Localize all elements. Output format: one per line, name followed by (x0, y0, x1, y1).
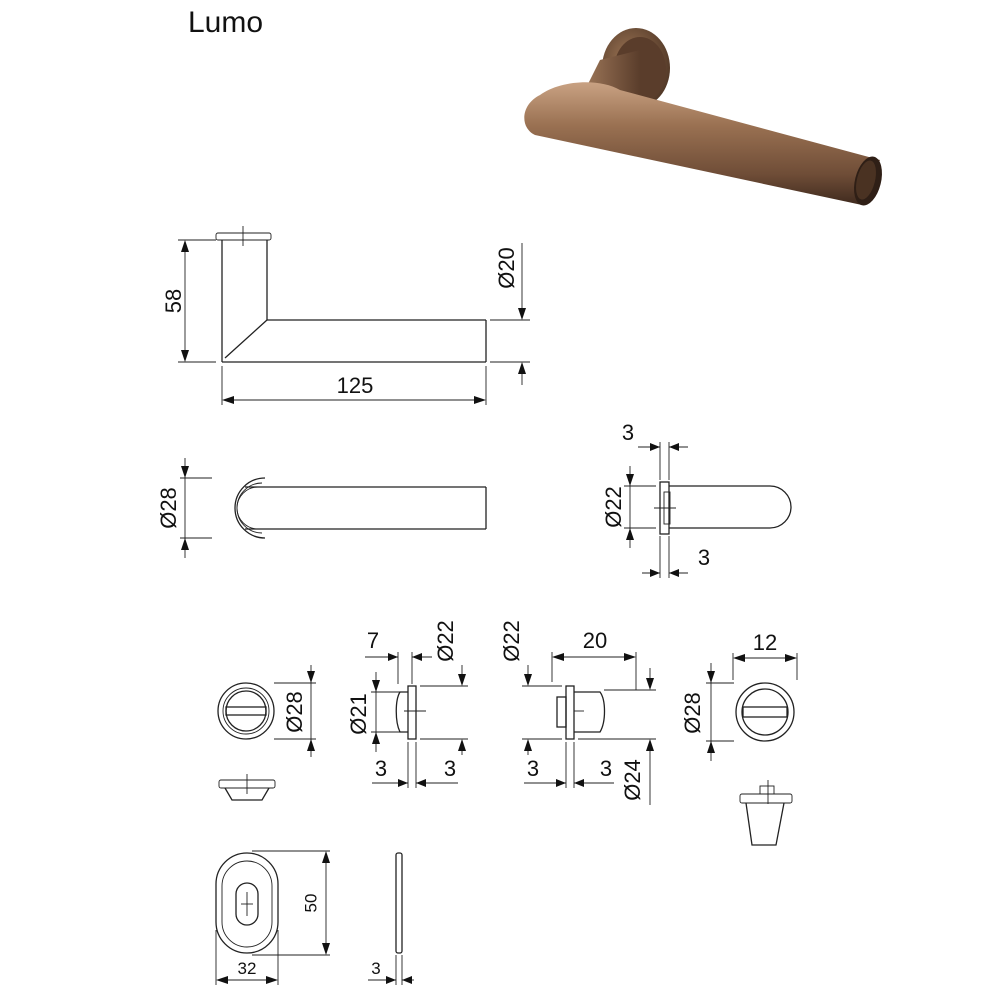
release-side-view: 20 Ø22 Ø24 3 3 (499, 620, 656, 805)
dim-escutcheon-width: 32 (238, 959, 257, 978)
dim-escutcheon-height: 50 (301, 894, 320, 913)
dim-thumb-diameter-top: Ø22 (433, 620, 458, 662)
dim-thumb-offset: 7 (367, 628, 379, 653)
dim-front-gap: 3 (698, 545, 710, 570)
dim-release-left-gap: 3 (527, 756, 539, 781)
thumbturn-side-view: 7 Ø22 Ø21 3 3 (346, 620, 468, 788)
dim-thumb-right-gap: 3 (444, 756, 456, 781)
dim-side-length: 125 (337, 373, 374, 398)
dim-release-width: 20 (583, 628, 607, 653)
dim-top-diameter: Ø28 (156, 487, 181, 529)
dim-thumb-inner: Ø21 (346, 693, 371, 735)
dim-front-diameter: Ø22 (601, 486, 626, 528)
side-view: 58 125 Ø20 (161, 226, 530, 405)
release-rose-view: 12 Ø28 (680, 630, 798, 846)
thumbturn-rose-view: Ø28 (217, 665, 316, 801)
dim-release-diameter-top: Ø22 (499, 620, 524, 662)
dim-side-height: 58 (161, 289, 186, 313)
dim-thumb-left-gap: 3 (375, 756, 387, 781)
dim-escutcheon-thickness: 3 (371, 959, 380, 978)
dim-release-slot: 12 (753, 630, 777, 655)
front-view: 3 3 Ø22 (601, 420, 792, 578)
escutcheon-front-view: 50 32 (215, 850, 330, 985)
dim-side-diameter: Ø20 (494, 247, 519, 289)
top-view: Ø28 (156, 458, 487, 558)
dim-release-diameter-bottom: Ø24 (620, 759, 645, 801)
dim-release-right-gap: 3 (600, 756, 612, 781)
dim-thumb-rose: Ø28 (282, 691, 307, 733)
dim-front-thickness: 3 (622, 420, 634, 445)
dim-release-rose: Ø28 (680, 692, 705, 734)
escutcheon-side-view: 3 (368, 852, 414, 985)
product-title: Lumo (188, 6, 264, 39)
handle-photo (524, 28, 882, 206)
